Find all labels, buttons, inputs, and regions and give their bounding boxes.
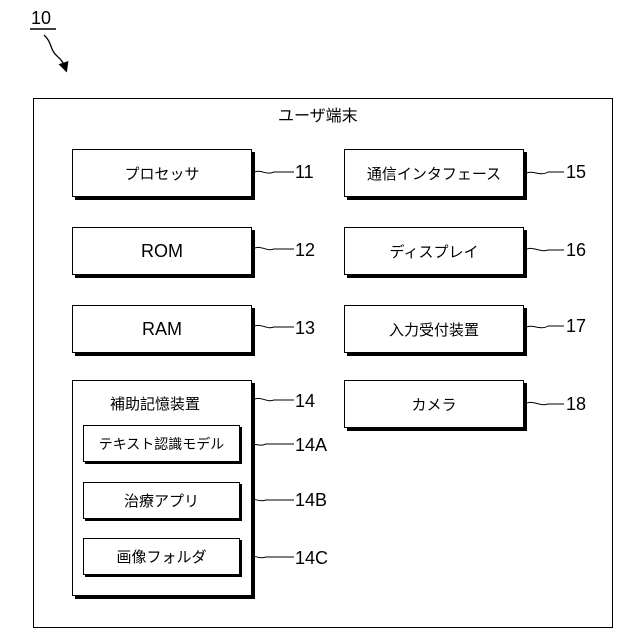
camera-box: カメラ: [344, 380, 524, 428]
ref-11: 11: [295, 162, 314, 182]
ram-box: RAM: [72, 305, 252, 353]
rom-label: ROM: [141, 241, 183, 262]
communication-interface-box: 通信インタフェース: [344, 149, 524, 197]
input-device-label: 入力受付装置: [389, 319, 479, 340]
user-terminal-title: ユーザ端末: [278, 106, 358, 126]
text-recognition-model-box: テキスト認識モデル: [83, 425, 240, 462]
display-box: ディスプレイ: [344, 227, 524, 275]
image-folder-label: 画像フォルダ: [116, 546, 206, 567]
display-label: ディスプレイ: [390, 241, 479, 262]
treatment-app-label: 治療アプリ: [124, 490, 199, 511]
camera-label: カメラ: [411, 394, 456, 415]
ref-16: 16: [566, 240, 586, 260]
ref-14: 14: [295, 391, 315, 411]
processor-box: プロセッサ: [72, 149, 252, 197]
ref-10-arrow: [44, 35, 66, 70]
ref-14a: 14A: [295, 435, 327, 455]
ref-17: 17: [566, 316, 586, 336]
storage-label: 補助記憶装置: [110, 394, 200, 414]
input-device-box: 入力受付装置: [344, 305, 524, 353]
ref-13: 13: [295, 318, 315, 338]
ref-12: 12: [295, 240, 315, 260]
ref-10-label: 10: [31, 8, 51, 28]
ref-14c: 14C: [295, 548, 328, 568]
treatment-app-box: 治療アプリ: [83, 482, 240, 519]
text-recognition-model-label: テキスト認識モデル: [99, 434, 225, 454]
ref-15: 15: [566, 162, 586, 182]
communication-interface-label: 通信インタフェース: [367, 163, 501, 184]
rom-box: ROM: [72, 227, 252, 275]
ref-14b: 14B: [295, 490, 327, 510]
ram-label: RAM: [142, 319, 182, 340]
ref-18: 18: [566, 394, 586, 414]
image-folder-box: 画像フォルダ: [83, 538, 240, 575]
processor-label: プロセッサ: [124, 163, 199, 184]
